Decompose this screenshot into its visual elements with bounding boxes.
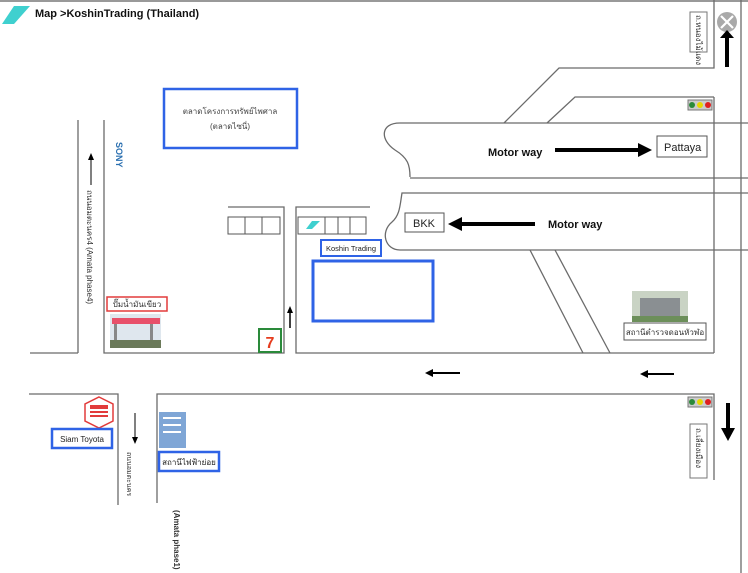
siam-toyota-label: Siam Toyota bbox=[60, 435, 104, 444]
gas-station-label: ปั๊มน้ำมันเขียว bbox=[113, 298, 161, 309]
arrow-left-icon bbox=[425, 369, 460, 377]
seven-eleven-logo: 7 bbox=[258, 328, 282, 353]
svg-text:7: 7 bbox=[266, 335, 275, 352]
substation-label: สถานีไฟฟ้าย่อย bbox=[162, 458, 216, 467]
substation-box bbox=[157, 450, 221, 473]
north-arrow-icon bbox=[720, 30, 734, 67]
market-sub: (ตลาดไซนี่) bbox=[210, 120, 250, 131]
police-station-box bbox=[623, 322, 707, 341]
pattaya-label: Pattaya bbox=[664, 142, 702, 154]
road-name-top-right: ถ.หนองไม้แดง bbox=[694, 15, 703, 65]
lower-road-name: ถนนอมตะนคร bbox=[125, 452, 132, 496]
koshin-location-box[interactable] bbox=[311, 259, 435, 323]
road-sign-top-right bbox=[689, 11, 708, 53]
siam-toyota-box bbox=[50, 427, 114, 450]
traffic-light-icon bbox=[687, 99, 713, 111]
koshin-logo-icon bbox=[2, 6, 30, 24]
koshin-label[interactable]: Koshin Trading bbox=[326, 244, 376, 253]
substation-sign-image bbox=[159, 412, 186, 448]
motorway-label-top: Motor way bbox=[488, 147, 543, 159]
market-box bbox=[162, 87, 299, 150]
gas-station-box bbox=[106, 296, 168, 312]
shop-row-koshin bbox=[297, 216, 367, 235]
police-station-label: สถานีตำรวจดอนหัวฬอ bbox=[626, 328, 705, 337]
bkk-sign bbox=[404, 212, 445, 233]
shop-row-left bbox=[227, 216, 281, 235]
arrow-left-icon bbox=[448, 217, 535, 231]
gas-station-image bbox=[110, 314, 161, 348]
close-button[interactable] bbox=[717, 12, 737, 32]
koshin-shop-logo-icon bbox=[306, 221, 320, 229]
lower-road-name-en: (Amata phase1) bbox=[172, 510, 181, 570]
road-name-bottom-right: ถ.เลี่ยงเมือง bbox=[694, 428, 705, 468]
south-arrow-icon bbox=[721, 403, 735, 441]
koshin-label-box bbox=[320, 239, 382, 257]
police-station-image bbox=[632, 291, 688, 322]
motorway-label-bottom: Motor way bbox=[548, 219, 603, 231]
close-icon bbox=[720, 15, 734, 29]
market-name: ตลาดโครงการทรัพย์ไพศาล bbox=[183, 106, 278, 116]
pattaya-sign bbox=[656, 135, 708, 158]
toyota-logo bbox=[84, 396, 114, 429]
arrow-left-icon bbox=[640, 370, 674, 378]
roads bbox=[29, 0, 748, 573]
sony-logo: SONY bbox=[114, 142, 124, 168]
bkk-label: BKK bbox=[413, 218, 436, 230]
arrow-down-icon bbox=[132, 413, 138, 444]
arrow-right-icon bbox=[555, 143, 652, 157]
arrow-up-icon bbox=[88, 153, 94, 185]
road-sign-bottom-right bbox=[689, 423, 708, 479]
left-road-name: ถนนอมตะนคร4 (Amata phase4) bbox=[85, 190, 94, 304]
traffic-light-icon bbox=[687, 396, 713, 408]
page-title: Map >KoshinTrading (Thailand) bbox=[35, 8, 199, 20]
arrow-up-icon bbox=[287, 306, 293, 328]
